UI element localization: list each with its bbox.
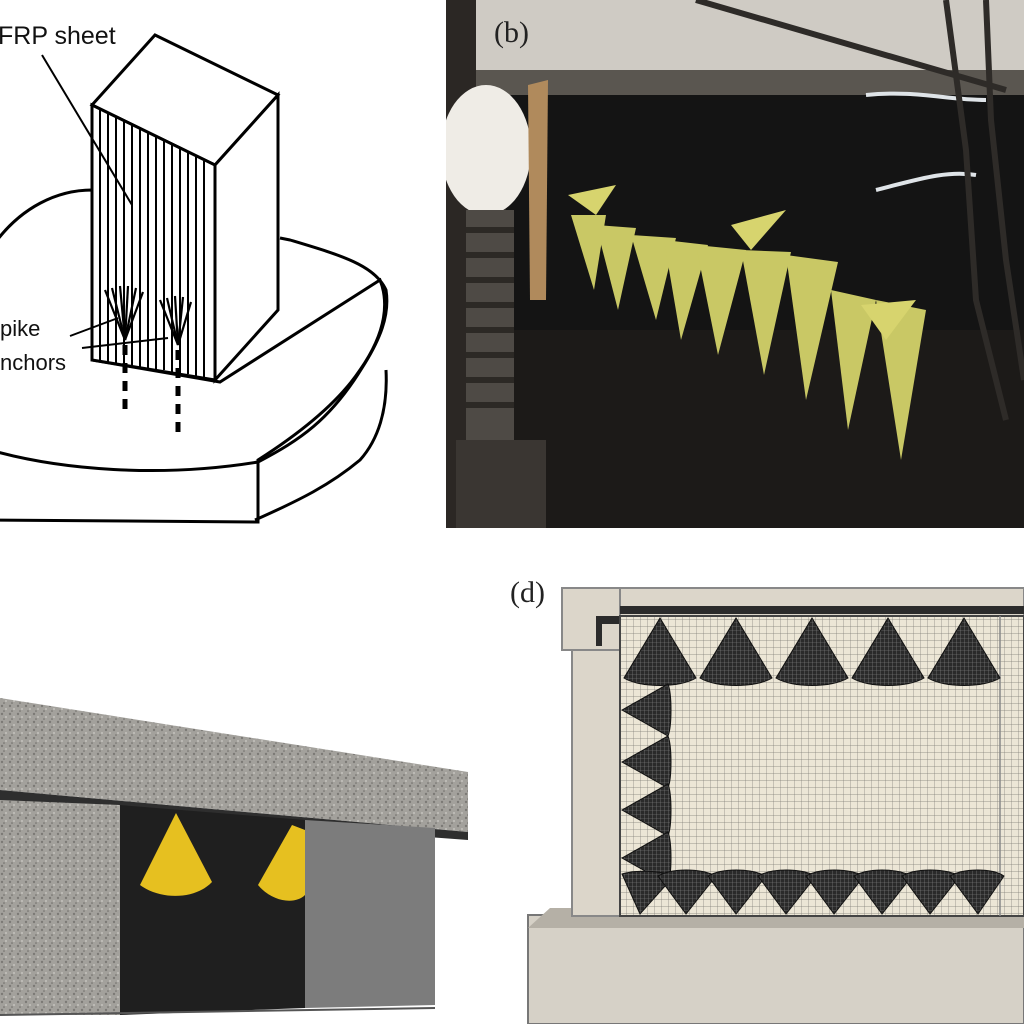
anchor-fan-render-2 [258,825,305,901]
anchor-fans-top [623,617,1001,686]
specimen-photo [446,0,1024,528]
panel-a-schematic: FRP sheet pike nchors [0,0,430,540]
slab-top-surface [0,698,468,832]
leader-frp [41,54,133,206]
footing-bottom-edge [254,369,388,522]
panel-c-render [0,560,520,1024]
beam-right-face [305,820,435,1008]
fe-mesh-drawing [527,587,1024,1024]
panel-d-mesh: (d) [500,570,1024,1024]
left-column [571,615,621,917]
leader-spike-2 [81,337,169,349]
slab-render [0,698,468,1016]
frp-wrap-render [120,805,305,1015]
frp-sheet-label: FRP sheet [0,22,116,50]
column-footing-drawing [0,33,389,524]
footing-side [257,236,389,464]
anchor-fan-render-1 [140,813,212,896]
spike-label: pike [0,316,41,341]
panel-b-letter: (b) [494,16,529,49]
anchor-fans-photo [571,215,926,460]
spike-anchor-fan-left [103,285,145,341]
footing-slab [0,188,387,524]
spike-anchor-fan-right [158,295,193,346]
panel-d-letter: (d) [510,576,545,609]
panel-b-photo: (b) [446,0,1024,528]
leader-spike-1 [69,317,119,337]
anchor-fans-left [620,683,672,885]
anchor-fans-bottom [621,869,1005,915]
anchor-shanks [122,345,181,432]
anchors-label: nchors [0,350,67,375]
beam-left-face [0,800,120,1015]
footing-edge [0,451,259,472]
base-footing [527,914,1024,1024]
